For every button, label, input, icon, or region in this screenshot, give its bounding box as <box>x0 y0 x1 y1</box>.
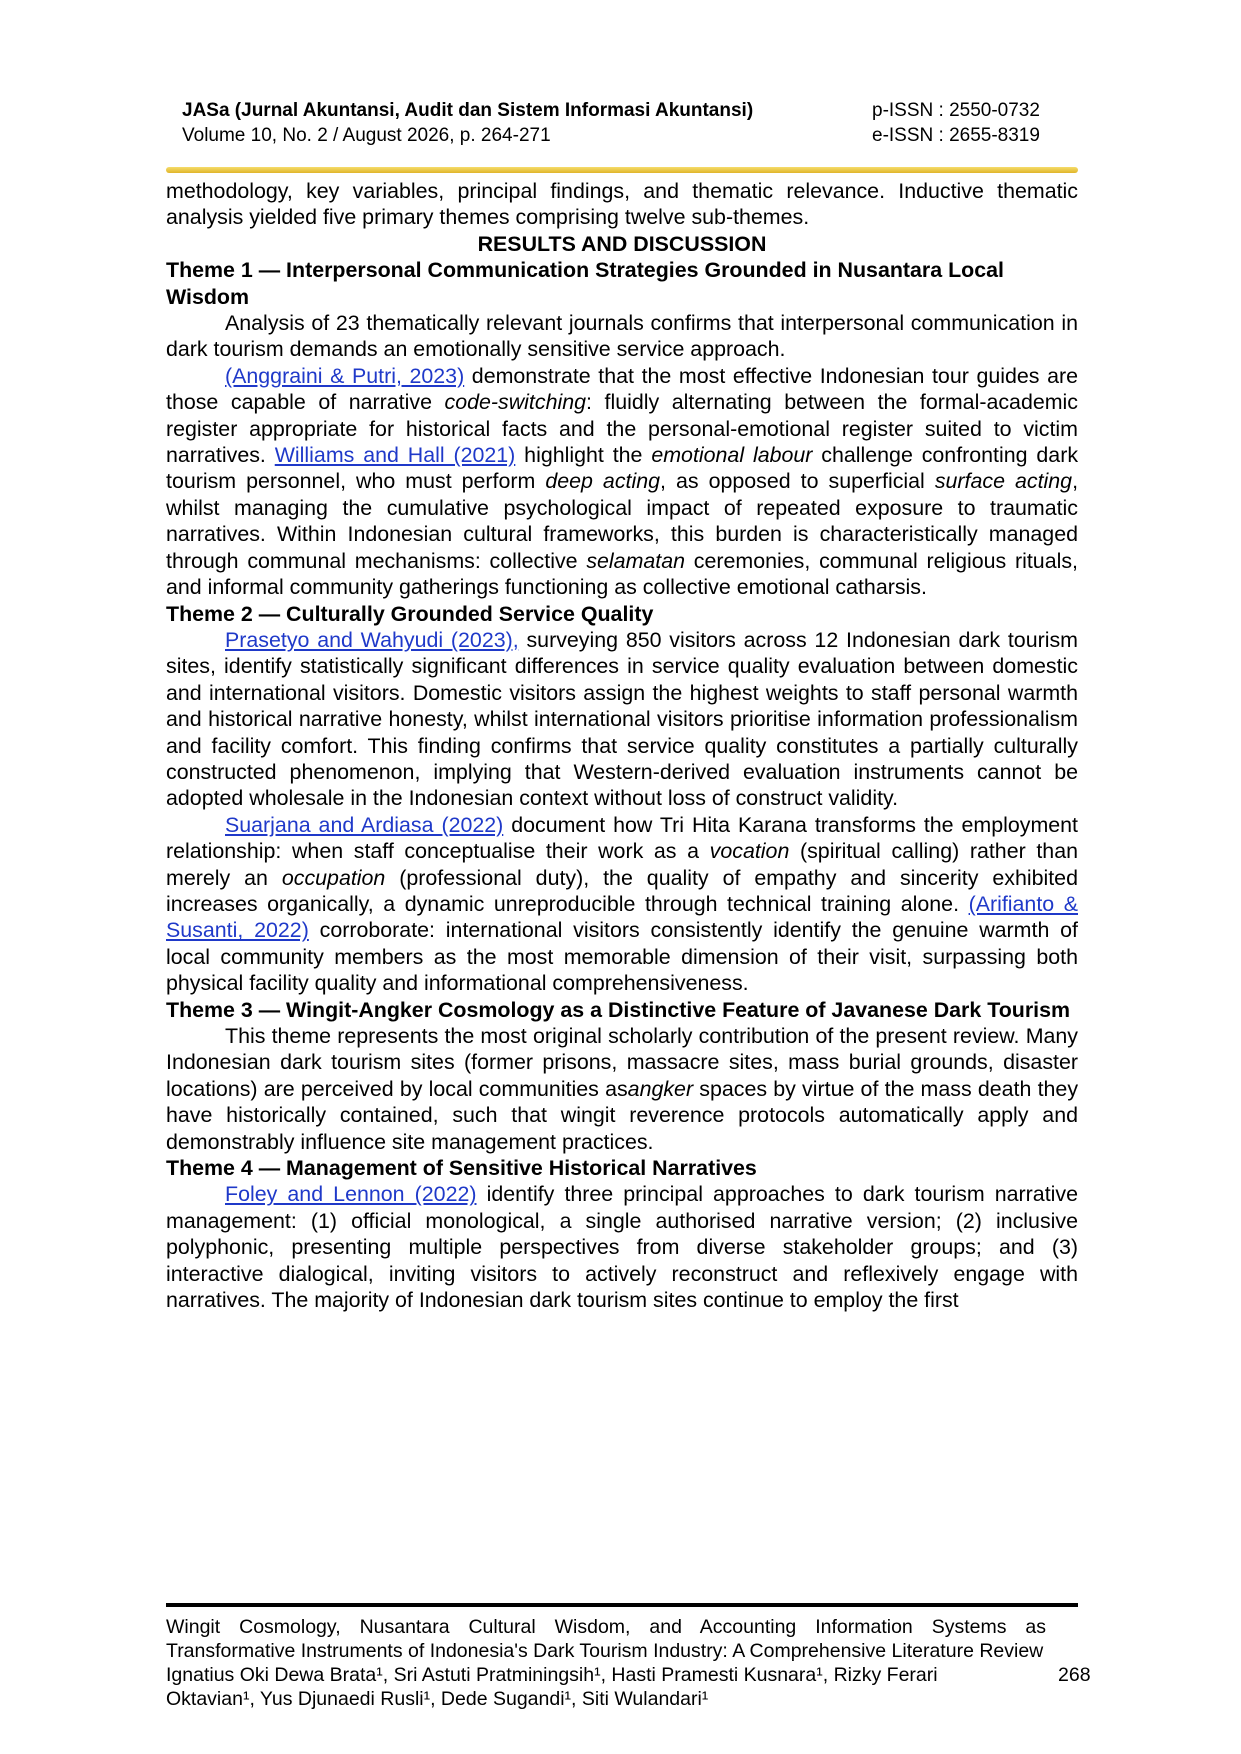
text-span: , whilst managing the cumulative psychol… <box>166 469 1079 573</box>
theme2-paragraph-1: Prasetyo and Wahyudi (2023), surveying 8… <box>166 627 1078 812</box>
text-span: This theme represents the most original … <box>166 1024 1078 1101</box>
page-footer: Wingit Cosmology, Nusantara Cultural Wis… <box>166 1615 1046 1711</box>
p-issn: p-ISSN : 2550-0732 <box>872 100 1040 121</box>
citation-foley-link[interactable]: Foley and Lennon (2022) <box>225 1182 477 1207</box>
emphasis: vocation <box>709 839 790 864</box>
theme1-paragraph-2: (Anggraini & Putri, 2023) demonstrate th… <box>166 363 1078 601</box>
emphasis: emotional labour <box>651 443 813 468</box>
text-span: (professional duty), the quality of empa… <box>166 865 1078 916</box>
theme1-paragraph-1: Analysis of 23 thematically relevant jou… <box>166 311 1078 362</box>
theme2-paragraph-2: Suarjana and Ardiasa (2022) document how… <box>166 812 1078 997</box>
text-span: document how Tri Hita Karana transforms … <box>166 812 1078 864</box>
theme4-title: Theme 4 — Management of Sensitive Histor… <box>166 1156 757 1181</box>
footer-authors-line-1: Ignatius Oki Dewa Brata¹, Sri Astuti Pra… <box>166 1664 938 1686</box>
journal-info: JASa (Jurnal Akuntansi, Audit dan Sistem… <box>182 98 753 148</box>
issn-info: p-ISSN : 2550-0732 e-ISSN : 2655-8319 <box>872 98 1040 148</box>
text-span: (spiritual calling) rather than merely a… <box>166 839 1078 890</box>
citation-williams-link[interactable]: Williams and Hall (2021) <box>274 443 516 468</box>
emphasis: selamatan <box>586 548 686 573</box>
e-issn: e-ISSN : 2655-8319 <box>872 125 1040 146</box>
text-span: ceremonies, communal religious rituals, … <box>166 548 1078 600</box>
journal-title: JASa (Jurnal Akuntansi, Audit dan Sistem… <box>182 100 754 121</box>
page-header: JASa (Jurnal Akuntansi, Audit dan Sistem… <box>166 98 1068 156</box>
emphasis: angker <box>627 1076 694 1101</box>
theme2-title: Theme 2 — Culturally Grounded Service Qu… <box>166 601 654 626</box>
citation-suarjana-link[interactable]: Suarjana and Ardiasa (2022) <box>225 812 504 837</box>
text-span: corroborate: international visitors cons… <box>166 918 1078 996</box>
citation-anggraini-link[interactable]: (Anggraini & Putri, 2023) <box>225 363 465 388</box>
article-body: methodology, key variables, principal fi… <box>166 178 1078 1313</box>
text-span: highlight the <box>515 443 652 468</box>
footer-divider <box>166 1603 1078 1607</box>
theme4-paragraph-1: Foley and Lennon (2022) identify three p… <box>166 1181 1078 1313</box>
text-span: , as opposed to superficial <box>660 469 935 494</box>
intro-paragraph: methodology, key variables, principal fi… <box>166 179 1078 230</box>
footer-authors-line-2: Oktavian¹, Yus Djunaedi Rusli¹, Dede Sug… <box>166 1688 709 1710</box>
header-divider <box>166 167 1078 173</box>
theme3-paragraph-1: This theme represents the most original … <box>166 1023 1078 1155</box>
theme3-title: Theme 3 — Wingit-Angker Cosmology as a D… <box>166 997 1071 1022</box>
text-span: challenge confronting dark tourism perso… <box>166 443 1079 494</box>
citation-prasetyo-link[interactable]: Prasetyo and Wahyudi (2023), <box>225 627 519 652</box>
theme1-title: Theme 1 — Interpersonal Communication St… <box>166 258 1004 309</box>
journal-volume: Volume 10, No. 2 / August 2026, p. 264-2… <box>182 125 551 146</box>
page-number: 268 <box>1058 1664 1091 1686</box>
text-span: demonstrate that the most effective Indo… <box>166 363 1078 415</box>
emphasis: surface acting <box>934 469 1073 494</box>
emphasis: deep acting <box>545 469 661 494</box>
text-span: : fluidly alternating between the formal… <box>166 390 1079 468</box>
text-span: identify three principal approaches to d… <box>166 1182 1078 1313</box>
emphasis: code-switching <box>444 390 587 415</box>
citation-arifianto-link[interactable]: (Arifianto & Susanti, 2022) <box>166 891 1078 943</box>
text-span: surveying 850 visitors across 12 Indones… <box>166 627 1078 811</box>
emphasis: occupation <box>281 865 386 890</box>
text-span: spaces by virtue of the mass death they … <box>166 1076 1079 1154</box>
section-title: RESULTS AND DISCUSSION <box>477 231 767 256</box>
footer-article-title: Wingit Cosmology, Nusantara Cultural Wis… <box>166 1616 1046 1662</box>
